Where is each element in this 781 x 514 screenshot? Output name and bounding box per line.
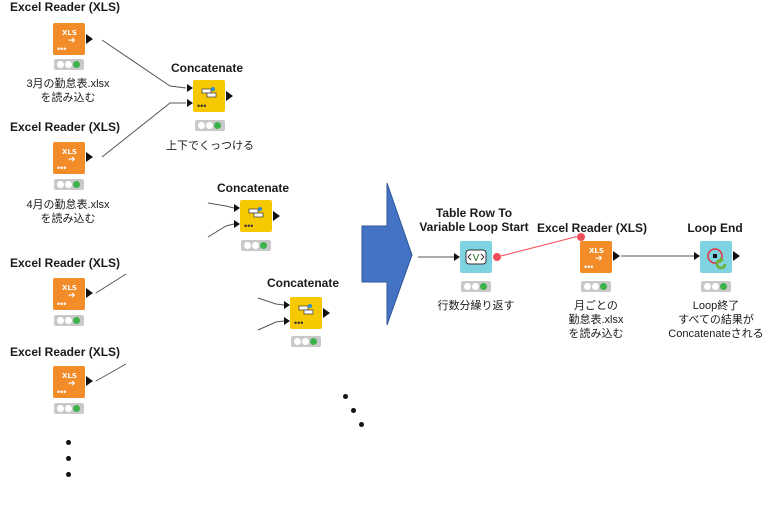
- wire-excel2-concat1: [101, 102, 186, 158]
- ellipsis-icon: [66, 472, 71, 477]
- concat2-status-lights-icon: [241, 240, 271, 251]
- concat2-in-port-1[interactable]: [234, 204, 240, 212]
- options-dots-icon: •••: [57, 44, 67, 54]
- excel3-status-lights-icon: [54, 315, 84, 326]
- excel4-status-lights-icon: [54, 403, 84, 414]
- loop-end-title: Loop End: [687, 221, 743, 235]
- concat3-node[interactable]: •••: [290, 297, 322, 329]
- concat2-title: Concatenate: [216, 181, 290, 195]
- excel2-out-port[interactable]: [86, 152, 93, 162]
- loop-end-label: Loop終了 すべての結果が Concatenateされる: [668, 300, 764, 340]
- excel4-out-port[interactable]: [86, 376, 93, 386]
- loop-end-status-lights-icon: [701, 281, 731, 292]
- concatenate-icon: [298, 304, 314, 315]
- loop-end-icon: [707, 248, 727, 270]
- options-dots-icon: •••: [584, 262, 594, 272]
- wire-concat2-in2: [207, 223, 235, 238]
- excel3-node[interactable]: XLS ➔ •••: [53, 278, 85, 310]
- excel2-node[interactable]: XLS ➔ •••: [53, 142, 85, 174]
- loop-start-node[interactable]: V: [460, 241, 492, 273]
- arrow-icon: ➔: [595, 253, 603, 263]
- excel1-node[interactable]: XLS ➔ •••: [53, 23, 85, 55]
- excel2-label: 4月の勤怠表.xlsx を読み込む: [26, 199, 110, 225]
- wire-excel1-concat1: [101, 39, 187, 89]
- excel5-node[interactable]: XLS ➔ •••: [580, 241, 612, 273]
- excel3-title: Excel Reader (XLS): [9, 256, 121, 270]
- excel5-label: 月ごとの 勤怠表.xlsx を読み込む: [568, 300, 624, 340]
- wire-excel3-out: [95, 273, 127, 294]
- excel4-title: Excel Reader (XLS): [9, 345, 121, 359]
- concat2-out-port[interactable]: [273, 211, 280, 221]
- ellipsis-icon: [359, 422, 364, 427]
- options-dots-icon: •••: [57, 163, 67, 173]
- loop-start-icon: V: [465, 249, 487, 265]
- concat1-title: Concatenate: [170, 61, 244, 75]
- concatenate-icon: [248, 207, 264, 218]
- concat3-in-port-1[interactable]: [284, 301, 290, 309]
- concat3-status-lights-icon: [291, 336, 321, 347]
- xls-reader-icon: XLS: [62, 284, 77, 292]
- ellipsis-icon: [66, 456, 71, 461]
- wire-concat3-in1: [257, 297, 285, 306]
- concat1-node[interactable]: •••: [193, 80, 225, 112]
- concat1-out-port[interactable]: [226, 91, 233, 101]
- ellipsis-icon: [66, 440, 71, 445]
- excel5-status-lights-icon: [581, 281, 611, 292]
- concat2-in-port-2[interactable]: [234, 220, 240, 228]
- arrow-icon: ➔: [68, 154, 76, 164]
- wire-concat3-in2: [257, 320, 285, 331]
- excel1-title: Excel Reader (XLS): [9, 0, 121, 14]
- excel2-status-lights-icon: [54, 179, 84, 190]
- svg-text:V: V: [473, 253, 480, 264]
- xls-reader-icon: XLS: [62, 148, 77, 156]
- excel1-label: 3月の勤怠表.xlsx を読み込む: [26, 78, 110, 104]
- variable-out-port[interactable]: [493, 253, 501, 261]
- concat3-in-port-2[interactable]: [284, 317, 290, 325]
- excel5-title: Excel Reader (XLS): [536, 221, 648, 235]
- concat3-title: Concatenate: [266, 276, 340, 290]
- options-dots-icon: •••: [244, 221, 254, 231]
- ellipsis-icon: [343, 394, 348, 399]
- excel4-node[interactable]: XLS ➔ •••: [53, 366, 85, 398]
- arrow-icon: ➔: [68, 290, 76, 300]
- variable-connection-loopstart-excel5: [496, 236, 581, 258]
- arrow-icon: ➔: [68, 35, 76, 45]
- loop-end-out-port[interactable]: [733, 251, 740, 261]
- xls-reader-icon: XLS: [62, 372, 77, 380]
- loop-start-title: Table Row To Variable Loop Start: [419, 206, 529, 234]
- concat1-in-port-2[interactable]: [187, 99, 193, 107]
- loop-end-in-port[interactable]: [694, 252, 700, 260]
- concatenate-icon: [201, 87, 217, 98]
- concat1-status-lights-icon: [195, 120, 225, 131]
- arrow-icon: ➔: [68, 378, 76, 388]
- loop-start-status-lights-icon: [461, 281, 491, 292]
- xls-reader-icon: XLS: [62, 29, 77, 37]
- options-dots-icon: •••: [294, 318, 304, 328]
- wire-excel4-out: [95, 363, 127, 382]
- options-dots-icon: •••: [57, 299, 67, 309]
- transform-arrow-icon: [361, 182, 413, 326]
- concat3-out-port[interactable]: [323, 308, 330, 318]
- excel5-variable-in-port[interactable]: [577, 233, 585, 241]
- loop-end-node[interactable]: [700, 241, 732, 273]
- excel5-out-port[interactable]: [613, 251, 620, 261]
- concat1-label: 上下でくっつける: [166, 140, 254, 152]
- options-dots-icon: •••: [57, 387, 67, 397]
- concat1-in-port-1[interactable]: [187, 84, 193, 92]
- excel1-status-lights-icon: [54, 59, 84, 70]
- xls-reader-icon: XLS: [589, 247, 604, 255]
- wire-concat2-in1: [207, 202, 235, 209]
- excel3-out-port[interactable]: [86, 288, 93, 298]
- excel2-title: Excel Reader (XLS): [9, 120, 121, 134]
- excel1-out-port[interactable]: [86, 34, 93, 44]
- options-dots-icon: •••: [197, 101, 207, 111]
- loop-start-label: 行数分繰り返す: [437, 300, 515, 312]
- loop-start-in-port[interactable]: [454, 253, 460, 261]
- concat2-node[interactable]: •••: [240, 200, 272, 232]
- ellipsis-icon: [351, 408, 356, 413]
